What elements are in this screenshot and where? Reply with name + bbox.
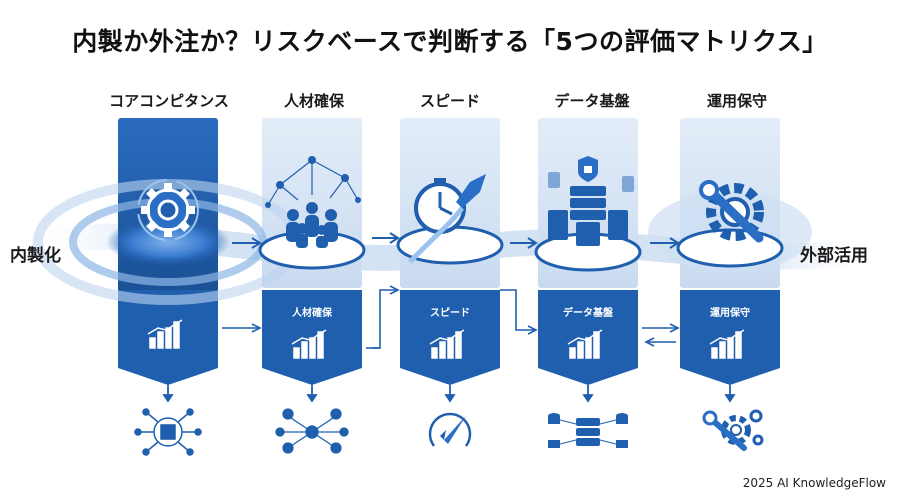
page-title: 内製か外注か？リスクベースで判断する「5つの評価マトリクス」	[72, 27, 828, 56]
server-lock-icon	[548, 156, 634, 246]
database-icon	[548, 413, 628, 448]
wrench-gear-icon	[699, 180, 764, 243]
column-label-data: データ基盤	[554, 92, 630, 110]
band-arrows	[232, 232, 680, 249]
chip-label-speed: スピード	[430, 308, 470, 319]
rocket-icon	[428, 412, 472, 447]
platform-talent	[258, 230, 366, 270]
column-label-ops: 運用保守	[706, 92, 767, 110]
network-cube-icon	[134, 408, 202, 456]
credit-text: 2025 AI KnowledgeFlow	[742, 476, 886, 490]
column-label-core: コアコンピタンス	[109, 92, 229, 110]
down-arrows	[162, 385, 736, 403]
chip-label-ops: 運用保守	[710, 308, 750, 319]
chart-icons	[147, 319, 745, 359]
people-network-bottom-icon	[275, 408, 349, 454]
stopwatch-rocket-icon	[408, 174, 486, 264]
chip-label-talent: 人材確保	[292, 308, 332, 319]
column-label-speed: スピード	[419, 92, 480, 110]
gear-icon	[137, 179, 199, 241]
connector-arrows	[222, 285, 680, 349]
column-label-talent: 人材確保	[283, 92, 344, 110]
chip-label-data: データ基盤	[563, 308, 613, 319]
right-label: 外部活用	[800, 246, 868, 266]
wrench-gear-bottom-icon	[702, 409, 764, 451]
left-label: 内製化	[10, 246, 61, 266]
